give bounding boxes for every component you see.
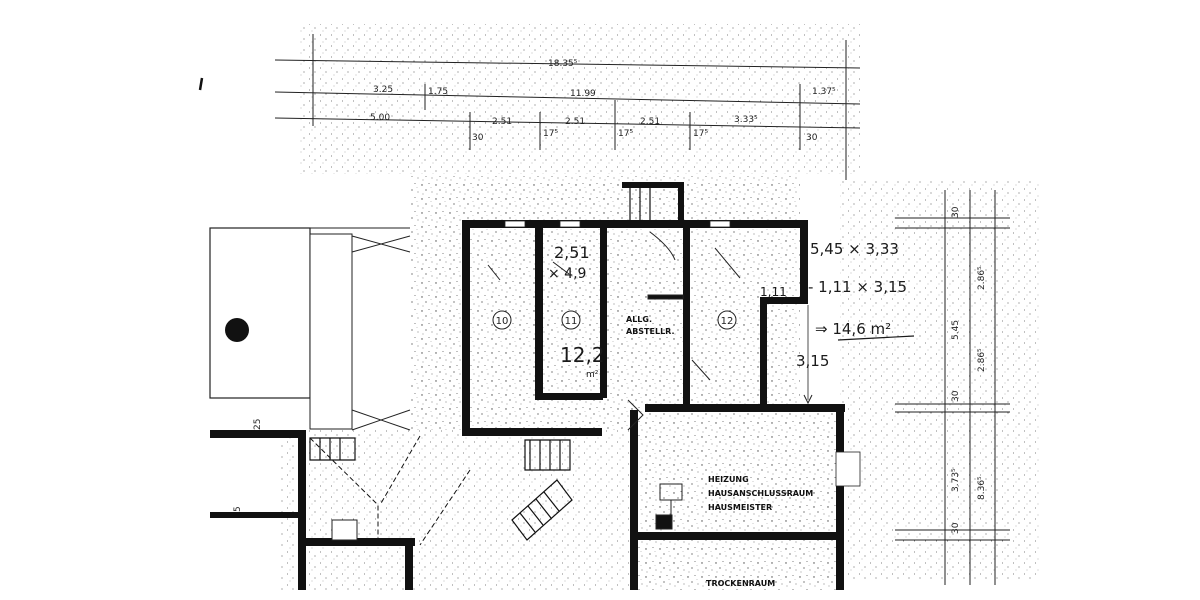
note-r11-area: 12,2 xyxy=(560,343,605,367)
boiler-symbol xyxy=(331,483,683,541)
room-label-heizung-line3: HAUSMEISTER xyxy=(708,503,772,512)
room-number-markers: 10 11 12 xyxy=(492,310,737,330)
dim-right-f: 3.73⁵ xyxy=(951,468,961,492)
dim-row3-f: 17⁵ xyxy=(618,129,633,139)
handwritten-notes: 2,51 × 4,9 12,2 m² 5,45 × 3,33 - 1,11 × … xyxy=(548,240,915,380)
note-r12-notch: 1,11 xyxy=(760,285,787,299)
dim-row3-d: 17⁵ xyxy=(543,129,558,139)
note-r12-height: 3,15 xyxy=(796,352,829,370)
door-swings xyxy=(487,231,741,431)
dim-row3-c: 2.51 xyxy=(492,117,512,127)
room-label-trocken: TROCKENRAUM xyxy=(706,579,775,588)
dim-right-e: 30 xyxy=(951,390,961,402)
note-r12-area: ⇒ 14,6 m² xyxy=(815,320,891,338)
dim-right-g: 8.36⁵ xyxy=(977,476,987,500)
right-dimension-lines xyxy=(803,190,1010,585)
note-r11-width: 2,51 xyxy=(554,243,590,262)
room-number-10: 10 xyxy=(496,316,509,327)
wall-windows xyxy=(504,220,861,487)
room-label-heizung-line1: HEIZUNG xyxy=(708,475,749,484)
dim-row2-a: 3.25 xyxy=(373,85,393,95)
top-dimension-lines xyxy=(274,34,861,180)
note-r12-dims: 5,45 × 3,33 xyxy=(810,240,899,258)
note-r12-subtract: - 1,11 × 3,15 xyxy=(808,278,907,296)
room-interiors xyxy=(470,228,760,428)
dim-overall: 18.35⁵ xyxy=(548,59,578,69)
column-dot xyxy=(225,318,249,342)
room-label-heizung-line2: HAUSANSCHLUSSRAUM xyxy=(708,489,813,498)
building-walls xyxy=(210,182,845,590)
dim-right-d: 2.86⁵ xyxy=(977,348,987,372)
dim-row3-e: 2.51 xyxy=(565,117,585,127)
room-labels: ALLG. ABSTELLR. HEIZUNG HAUSANSCHLUSSRAU… xyxy=(626,315,813,588)
top-dimension-labels: 18.35⁵ 3.25 1.75 11.99 1.37⁵ 5.00 30 2.5… xyxy=(370,59,836,143)
stair-flights xyxy=(309,186,651,541)
dim-right-a: 30 xyxy=(951,206,961,218)
dim-left-a: 25 xyxy=(253,419,263,430)
dim-row2-b: 1.75 xyxy=(428,87,448,97)
dim-row2-d: 1.37⁵ xyxy=(812,87,836,97)
dim-row3-h: 17⁵ xyxy=(693,129,708,139)
dim-row3-i: 3.33⁵ xyxy=(734,115,758,125)
room-label-allg-line2: ABSTELLR. xyxy=(626,327,675,336)
room-label-allg-line1: ALLG. xyxy=(626,315,652,324)
dashed-lines xyxy=(309,435,471,546)
note-r11-unit: m² xyxy=(586,370,599,380)
room-number-12: 12 xyxy=(721,316,734,327)
dim-right-h: 30 xyxy=(951,522,961,534)
dim-row3-a: 5.00 xyxy=(370,113,390,123)
speckle-background xyxy=(280,24,1040,590)
dim-right-c: 5.45 xyxy=(951,320,961,340)
note-r11-length: × 4,9 xyxy=(548,266,586,282)
left-building xyxy=(198,77,411,431)
dim-row3-j: 30 xyxy=(806,133,818,143)
dim-row3-b: 30 xyxy=(472,133,484,143)
right-dimension-labels: 30 2.86⁵ 5.45 2.86⁵ 30 3.73⁵ 8.36⁵ 30 25… xyxy=(233,206,987,534)
dim-right-b: 2.86⁵ xyxy=(977,266,987,290)
dim-row3-g: 2.51 xyxy=(640,117,660,127)
room-number-11: 11 xyxy=(565,316,578,327)
dim-left-b: 5 xyxy=(233,506,243,512)
dim-row2-c: 11.99 xyxy=(570,89,596,99)
